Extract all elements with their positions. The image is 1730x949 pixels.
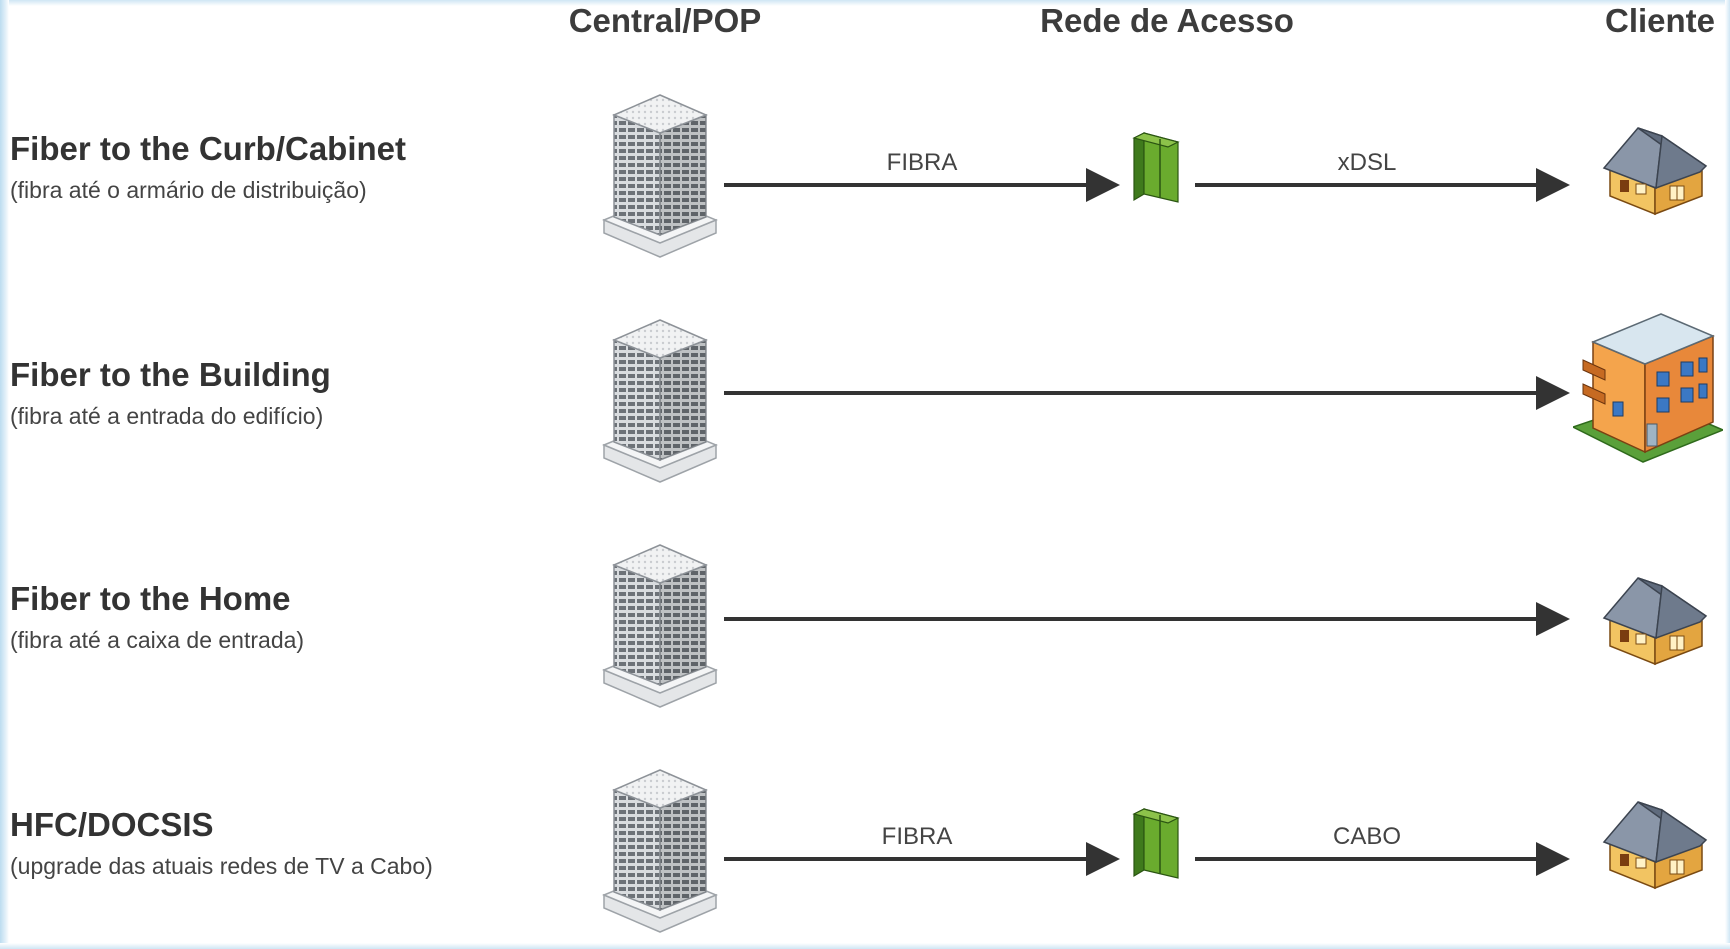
fiber-link-line — [724, 391, 1539, 395]
house-icon — [1600, 118, 1710, 218]
column-header-client: Cliente — [1604, 2, 1716, 39]
segment1-label: FIBRA — [881, 823, 953, 850]
apartment-building-icon — [1573, 302, 1723, 472]
street-cabinet-icon — [1130, 808, 1182, 880]
frame-left-edge — [0, 0, 9, 949]
row-title: Fiber to the Building — [10, 356, 331, 393]
segment1-label: FIBRA — [886, 149, 958, 176]
row-subtitle: (fibra até o armário de distribuição) — [10, 177, 367, 203]
house-icon — [1600, 792, 1710, 892]
arrow-head-icon — [1086, 168, 1120, 202]
row-title: Fiber to the Home — [10, 580, 291, 617]
row-subtitle: (upgrade das atuais redes de TV a Cabo) — [10, 853, 433, 879]
street-cabinet-icon — [1130, 132, 1182, 204]
house-icon — [1600, 568, 1710, 668]
row-title: Fiber to the Curb/Cabinet — [10, 130, 406, 167]
office-tower-icon — [600, 760, 720, 935]
arrow-head-icon — [1536, 842, 1570, 876]
arrow-head-icon — [1536, 376, 1570, 410]
row-title: HFC/DOCSIS — [10, 806, 214, 843]
office-tower-icon — [600, 535, 720, 710]
column-header-central: Central/POP — [568, 2, 762, 39]
fiber-link-line — [724, 183, 1088, 187]
frame-top-edge — [0, 0, 1730, 6]
arrow-head-icon — [1536, 168, 1570, 202]
frame-bottom-edge — [0, 943, 1730, 949]
row-subtitle: (fibra até a caixa de entrada) — [10, 627, 305, 653]
column-header-access-network: Rede de Acesso — [1040, 2, 1294, 39]
fiber-link-line — [724, 857, 1088, 861]
segment2-label: xDSL — [1337, 149, 1397, 176]
cable-link-line — [1195, 857, 1539, 861]
office-tower-icon — [600, 310, 720, 485]
xdsl-link-line — [1195, 183, 1539, 187]
arrow-head-icon — [1536, 602, 1570, 636]
segment2-label: CABO — [1332, 823, 1402, 850]
row-subtitle: (fibra até a entrada do edifício) — [10, 403, 324, 429]
fiber-link-line — [724, 617, 1539, 621]
arrow-head-icon — [1086, 842, 1120, 876]
frame-right-edge — [1725, 0, 1730, 949]
office-tower-icon — [600, 85, 720, 260]
